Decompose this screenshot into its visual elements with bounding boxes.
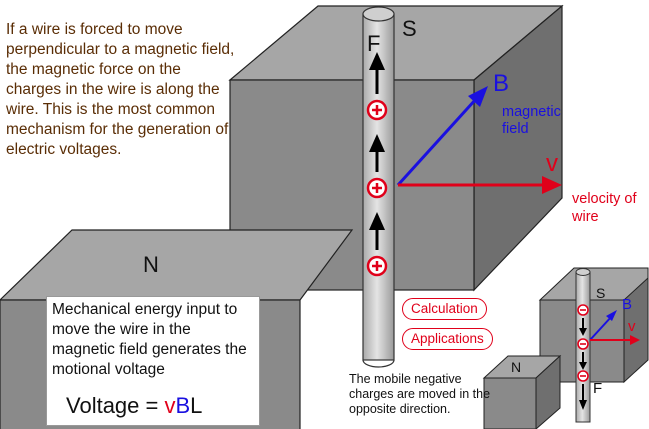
field-arrow: [396, 86, 488, 187]
velocity-arrow: [398, 176, 562, 194]
inset-north-label: N: [511, 359, 522, 375]
mechanical-energy-text: Mechanical energy input to move the wire…: [52, 301, 247, 378]
field-caption: magnetic field: [502, 104, 561, 137]
inset-field-label: B: [622, 296, 633, 313]
inset-velocity-label: v: [628, 318, 636, 335]
applications-link[interactable]: Applications: [402, 328, 493, 350]
force-label: F: [367, 31, 381, 56]
plus-signs: [372, 105, 382, 271]
negative-charges-note: The mobile negative charges are moved in…: [349, 372, 491, 416]
voltage-v: v: [164, 393, 176, 418]
south-pole-label: S: [402, 16, 417, 41]
velocity-label: v: [546, 150, 558, 177]
north-pole-label: N: [143, 252, 159, 277]
mechanical-energy-box: [46, 296, 260, 426]
inset-force-label: F: [593, 380, 603, 397]
inset-south-label: S: [596, 285, 606, 301]
velocity-caption: velocity of wire: [572, 191, 637, 225]
calculation-link[interactable]: Calculation: [402, 298, 487, 320]
voltage-formula: Voltage = vBL: [66, 393, 202, 419]
field-label: B: [493, 70, 510, 97]
voltage-b: B: [175, 393, 191, 418]
voltage-prefix: Voltage =: [66, 393, 165, 418]
voltage-l: L: [190, 393, 203, 418]
force-arrows: [369, 52, 385, 250]
intro-text: If a wire is forced to move perpendicula…: [6, 21, 235, 158]
inset-diagram: [482, 267, 649, 429]
